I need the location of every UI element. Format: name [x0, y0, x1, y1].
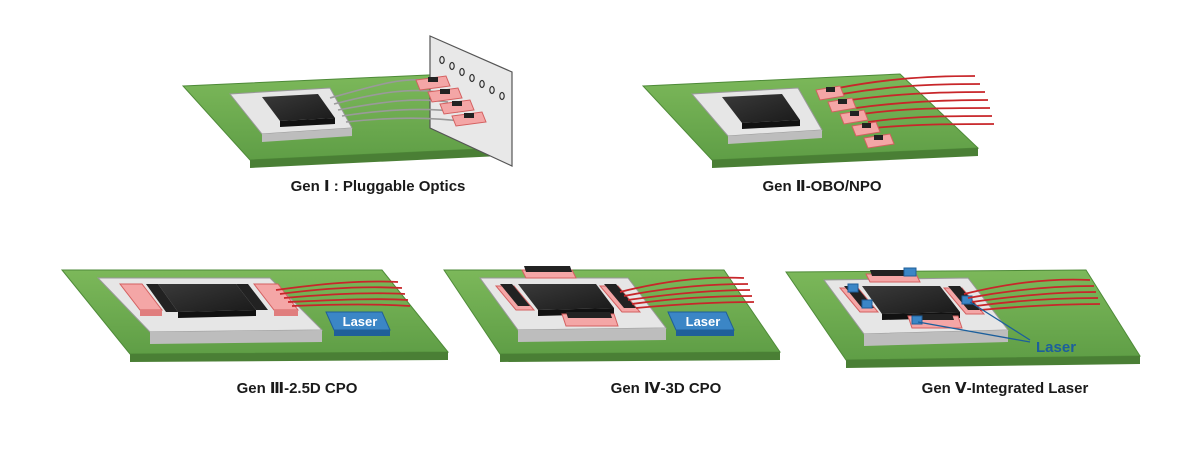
optical-fibers [275, 280, 411, 307]
optical-fibers [619, 276, 755, 309]
asic-chip [862, 286, 960, 314]
panel-gen1: Gen Ⅰ : Pluggable Optics [181, 35, 513, 195]
asic-chip [158, 284, 256, 312]
asic-chip [518, 284, 614, 310]
onboard-optics [815, 85, 895, 149]
external-laser: Laser [667, 311, 735, 336]
optical-fibers [837, 75, 995, 129]
panel-gen2: Gen Ⅱ-OBO/NPO [641, 73, 995, 195]
panel-caption: Gen Ⅱ-OBO/NPO [762, 178, 881, 195]
asic-chip [262, 94, 335, 121]
optical-fibers [963, 278, 1101, 311]
pluggable-modules [415, 75, 487, 127]
stacked-optical-engines [494, 266, 642, 327]
panel-caption: Gen Ⅲ-2.5D CPO [237, 380, 358, 397]
external-laser: Laser [325, 311, 391, 336]
integrated-lasers [847, 267, 973, 325]
asic-chip [722, 94, 800, 123]
laser-label: Laser [343, 314, 378, 329]
laser-callout-lines [917, 301, 1031, 343]
laser-label: Laser [686, 314, 721, 329]
panel-gen5: Laser Gen Ⅴ-Integrated Laser [785, 267, 1141, 397]
laser-label: Laser [1036, 339, 1076, 356]
panel-gen3: Laser Gen Ⅲ-2.5D CPO [60, 269, 450, 397]
panel-gen4: Laser Gen Ⅳ-3D CPO [443, 266, 781, 397]
panel-caption: Gen Ⅳ-3D CPO [611, 380, 722, 397]
panel-caption: Gen Ⅰ : Pluggable Optics [291, 178, 466, 195]
panel-caption: Gen Ⅴ-Integrated Laser [922, 380, 1089, 397]
